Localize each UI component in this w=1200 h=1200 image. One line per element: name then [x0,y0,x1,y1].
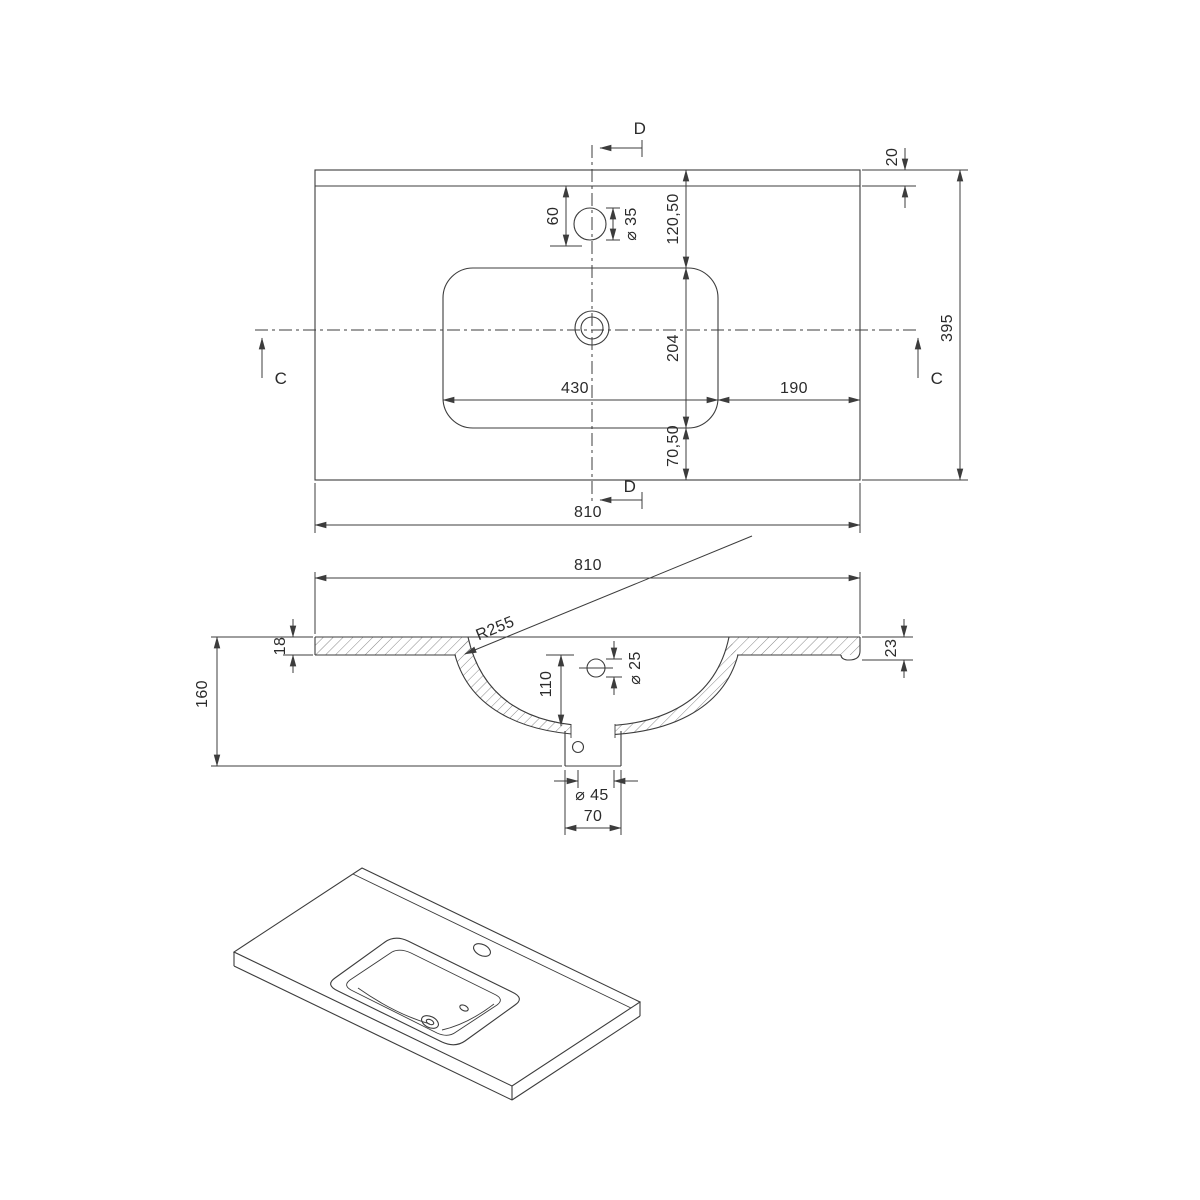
section-marker-c-right: C [914,337,944,388]
iso-bowl-slope-line-2 [441,1003,495,1031]
dim-overall-width-section: 810 [314,557,861,634]
dim-overall-depth-label: 395 [939,314,956,342]
isometric-view [232,867,642,1101]
section-c-right-label: C [931,369,944,388]
dim-overall-depth: 395 [862,169,968,481]
dim-overflow-diameter-label: ⌀ 25 [627,651,644,684]
drain-spigot [564,719,622,767]
dim-faucet-offset: 60 [545,185,582,247]
dim-faucet-diameter-label: ⌀ 35 [623,207,640,240]
dim-back-edge: 20 [862,148,916,208]
dim-basin-right-offset-label: 190 [780,380,808,397]
dim-faucet-offset-label: 60 [545,207,562,226]
iso-drain-hole [421,1015,439,1029]
dim-overall-height-label: 160 [194,680,211,708]
section-d-bottom-label: D [624,477,637,496]
dim-front-edge-label: 23 [883,639,900,658]
dim-basin-to-front-label: 70,50 [665,425,682,467]
section-view: 810 [194,535,913,835]
section-d-top-label: D [634,119,647,138]
dim-overflow-diameter: ⌀ 25 [606,641,644,695]
section-c-left-label: C [275,369,288,388]
section-marker-d-bottom: D [599,477,643,509]
iso-basin-recess [330,937,520,1046]
dim-back-edge-label: 20 [884,148,901,167]
dim-overall-width-section-label: 810 [574,557,602,574]
iso-overflow-hole [459,1004,469,1012]
dim-basin-width: 430 [442,380,719,404]
drain-hole-inner [580,316,604,340]
iso-top-face [232,867,642,1087]
faucet-hole [573,207,607,241]
dim-drain-diameter-label: ⌀ 45 [575,787,608,804]
drain-hole-outer [574,310,610,346]
dim-overall-width-top: 810 [314,483,861,533]
top-view: 60 ⌀ 35 120,50 204 70,50 430 190 [255,119,968,533]
iso-drain-hole-inner [425,1018,435,1026]
dim-drain-diameter: ⌀ 45 [554,770,638,804]
overflow-hole [579,658,613,678]
iso-bowl-rim [346,949,501,1036]
dim-bowl-depth-label: 110 [538,671,555,698]
dim-overall-height: 160 [194,636,562,767]
iso-bowl-slope-line [357,987,431,1025]
section-cut-hatching [315,637,860,735]
dim-slab-thickness-label: 18 [272,637,289,656]
section-marker-c-left: C [258,337,288,388]
dim-back-to-basin-label: 120,50 [665,193,682,244]
dim-bowl-radius: R255 [464,535,753,655]
dim-basin-right-offset: 190 [717,380,861,404]
dim-front-edge: 23 [862,619,913,678]
dim-drain-width-label: 70 [584,808,603,825]
dim-basin-width-label: 430 [561,380,589,397]
top-view-outline [314,169,861,481]
dim-overall-width-top-label: 810 [574,504,602,521]
iso-faucet-hole [473,943,491,957]
dim-bowl-depth: 110 [538,654,574,727]
section-marker-d-top: D [599,119,647,157]
dim-depth-chain: 120,50 204 70,50 [665,169,690,481]
dim-faucet-diameter: ⌀ 35 [606,207,640,241]
dim-drain-width: 70 [564,770,622,835]
dim-basin-depth-label: 204 [665,334,682,362]
dim-slab-thickness: 18 [272,619,313,673]
iso-back-edge-line [352,873,632,1009]
